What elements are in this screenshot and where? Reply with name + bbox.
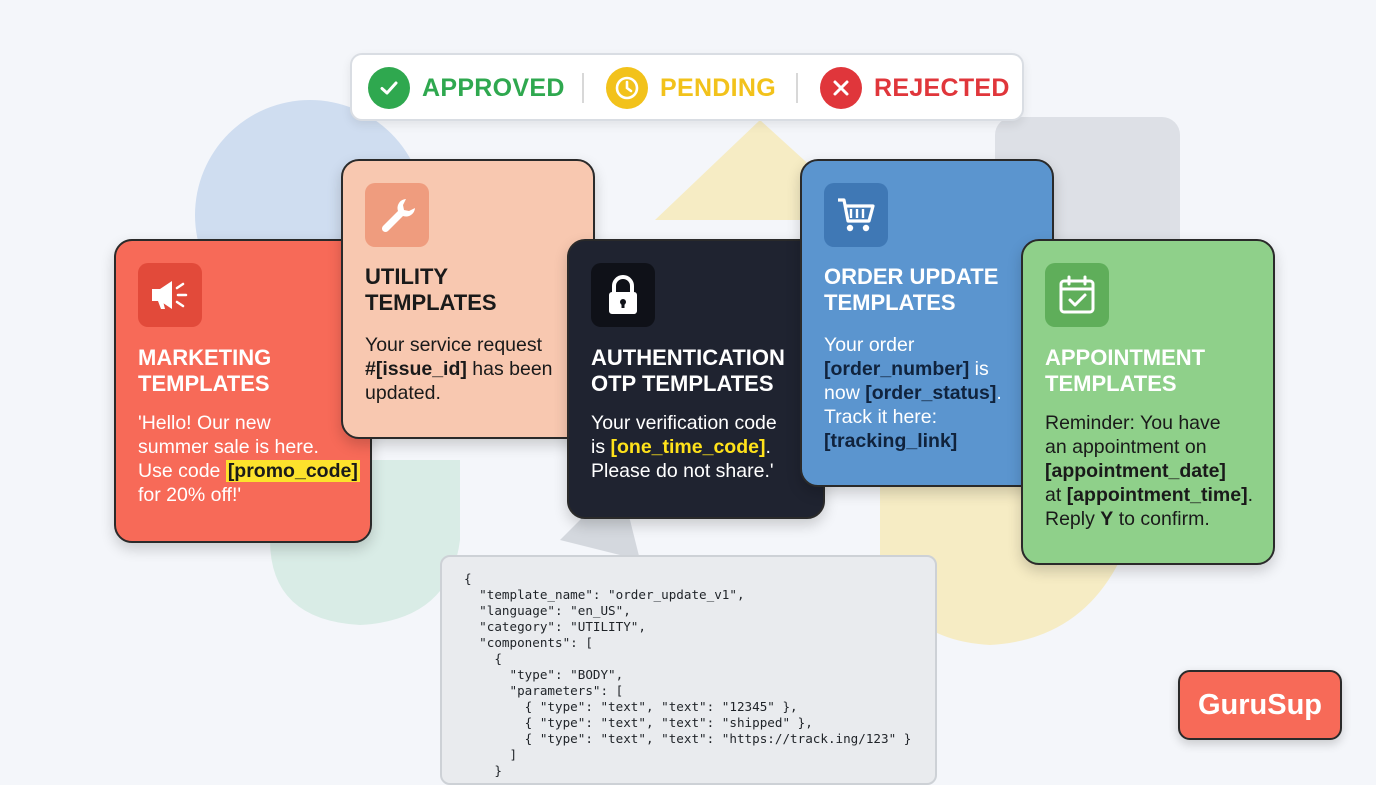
code-line: { "type": "text", "text": "12345" }, <box>464 699 798 714</box>
placeholder-appointment-date: [appointment_date] <box>1045 460 1226 482</box>
code-line: } <box>464 763 502 778</box>
body-text: now <box>824 382 866 404</box>
code-line: "parameters": [ <box>464 683 624 698</box>
body-line: Your order <box>824 334 915 356</box>
status-approved: APPROVED <box>368 67 565 109</box>
body-text: at <box>1045 484 1067 506</box>
code-line: "template_name": "order_update_v1", <box>464 587 745 602</box>
card-body: Reminder: You have an appointment on [ap… <box>1045 411 1253 531</box>
card-body: Your verification code is [one_time_code… <box>591 411 777 483</box>
placeholder-promo-code: [promo_code] <box>225 460 360 482</box>
code-line: { <box>464 571 472 586</box>
cart-icon <box>824 183 888 247</box>
card-title: UTILITY TEMPLATES <box>365 264 497 315</box>
card-body: Your service request #[issue_id] has bee… <box>365 333 553 405</box>
body-text: is <box>969 358 989 380</box>
calendar-check-icon <box>1045 263 1109 327</box>
authentication-templates-card[interactable]: AUTHENTICATION OTP TEMPLATES Your verifi… <box>567 239 825 519</box>
template-json-code-block: { "template_name": "order_update_v1", "l… <box>440 555 937 785</box>
body-line: [appointment_date] <box>1045 459 1253 483</box>
lock-icon <box>591 263 655 327</box>
body-line: #[issue_id] has been <box>365 357 553 381</box>
check-icon <box>368 67 410 109</box>
status-pending-label: PENDING <box>660 73 777 102</box>
body-line: 'Hello! Our new <box>138 412 271 434</box>
status-rejected-label: REJECTED <box>874 73 1010 102</box>
placeholder-order-number: [order_number] <box>824 358 970 380</box>
placeholder-tracking-link: [tracking_link] <box>824 430 958 452</box>
body-text: . <box>765 436 771 458</box>
status-divider <box>796 73 798 103</box>
card-body: 'Hello! Our new summer sale is here. Use… <box>138 411 360 507</box>
body-line: updated. <box>365 382 441 404</box>
body-line: Track it here: <box>824 406 938 428</box>
body-line: [order_number] is <box>824 357 1002 381</box>
card-title: MARKETING TEMPLATES <box>138 345 272 396</box>
code-line: { "type": "text", "text": "shipped" }, <box>464 715 813 730</box>
status-pending: PENDING <box>606 67 776 109</box>
clock-icon <box>606 67 648 109</box>
body-line: Use code [promo_code] <box>138 459 360 483</box>
code-line: { <box>464 651 502 666</box>
placeholder-appointment-time: [appointment_time] <box>1066 484 1248 506</box>
body-text: Use code <box>138 460 226 482</box>
body-line: for 20% off!' <box>138 484 242 506</box>
code-line: "type": "BODY", <box>464 667 624 682</box>
body-line: at [appointment_time]. <box>1045 483 1253 507</box>
body-line: Please do not share.' <box>591 460 774 482</box>
code-line: ] <box>464 747 518 762</box>
megaphone-icon <box>138 263 202 327</box>
body-text: . <box>996 382 1002 404</box>
body-line: now [order_status]. <box>824 381 1002 405</box>
placeholder-one-time-code: [one_time_code] <box>610 436 766 458</box>
body-line: an appointment on <box>1045 436 1207 458</box>
body-line: Reminder: You have <box>1045 412 1221 434</box>
utility-templates-card[interactable]: UTILITY TEMPLATES Your service request #… <box>341 159 595 439</box>
appointment-templates-card[interactable]: APPOINTMENT TEMPLATES Reminder: You have… <box>1021 239 1275 565</box>
body-text: . <box>1247 484 1254 506</box>
code-line: "components": [ <box>464 635 593 650</box>
body-text: to confirm. <box>1113 508 1210 530</box>
body-text: has been <box>466 358 553 380</box>
body-line: Your verification code <box>591 412 777 434</box>
body-line: Reply Y to confirm. <box>1045 507 1253 531</box>
card-title: AUTHENTICATION OTP TEMPLATES <box>591 345 785 396</box>
body-line: [tracking_link] <box>824 429 1002 453</box>
wrench-icon <box>365 183 429 247</box>
body-line: is [one_time_code]. <box>591 435 777 459</box>
body-line: summer sale is here. <box>138 436 319 458</box>
card-title: ORDER UPDATE TEMPLATES <box>824 264 999 315</box>
code-line: { "type": "text", "text": "https://track… <box>464 731 912 746</box>
code-line: "category": "UTILITY", <box>464 619 646 634</box>
card-title: APPOINTMENT TEMPLATES <box>1045 345 1206 396</box>
status-rejected: REJECTED <box>820 67 1010 109</box>
body-text: is <box>591 436 611 458</box>
body-text: Reply <box>1045 508 1101 530</box>
brand-label: GuruSup <box>1197 688 1323 721</box>
placeholder-issue-id: #[issue_id] <box>365 358 467 380</box>
placeholder-order-status: [order_status] <box>865 382 997 404</box>
status-approved-label: APPROVED <box>422 73 565 102</box>
reply-key: Y <box>1100 508 1114 530</box>
body-line: Your service request <box>365 334 543 356</box>
order-update-templates-card[interactable]: ORDER UPDATE TEMPLATES Your order [order… <box>800 159 1054 487</box>
status-legend: APPROVED PENDING REJECTED <box>350 53 1024 121</box>
gurusup-logo-badge[interactable]: GuruSup <box>1178 670 1342 740</box>
card-body: Your order [order_number] is now [order_… <box>824 333 1002 453</box>
status-divider <box>582 73 584 103</box>
code-line: "language": "en_US", <box>464 603 631 618</box>
x-icon <box>820 67 862 109</box>
marketing-templates-card[interactable]: MARKETING TEMPLATES 'Hello! Our new summ… <box>114 239 372 543</box>
